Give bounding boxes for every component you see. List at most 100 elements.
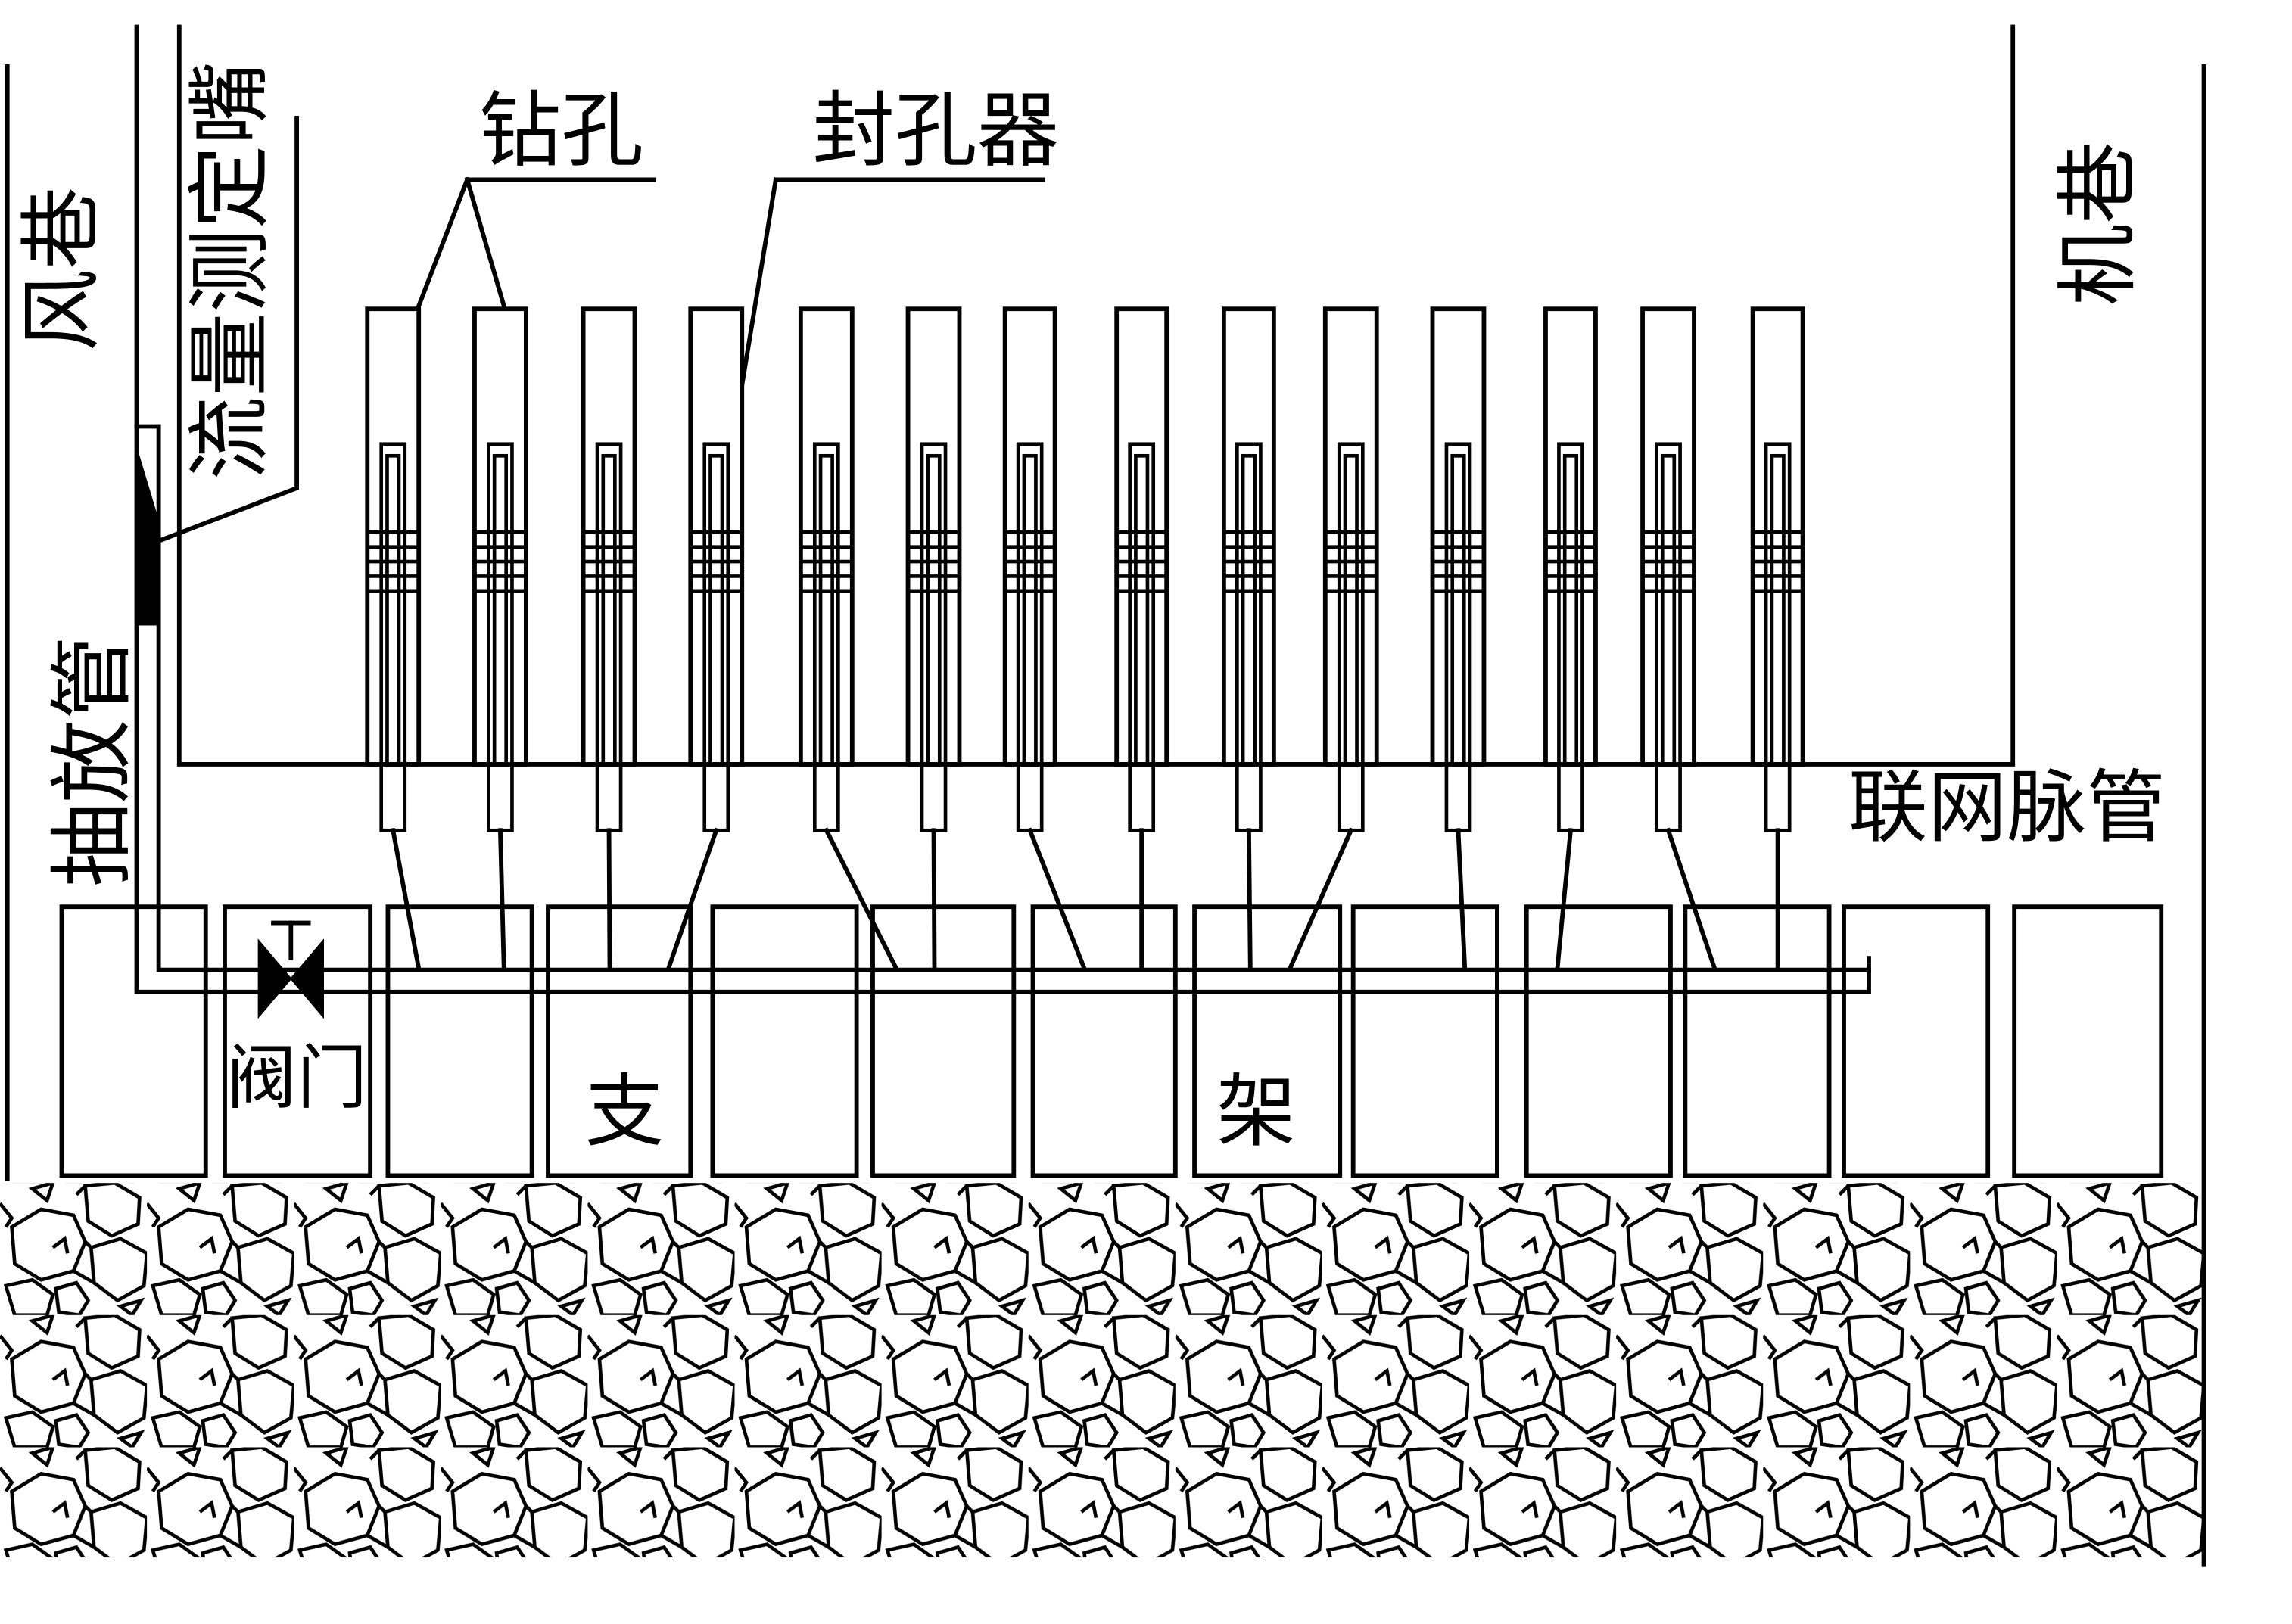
boreholes: [365, 306, 1805, 972]
borehole-label: 钻孔: [479, 82, 643, 179]
sealer-tube: [1764, 442, 1792, 832]
borehole: [472, 306, 528, 971]
valve: [257, 920, 324, 1019]
support-frame: [59, 904, 208, 1178]
branch-connector: [1456, 828, 1468, 971]
sealer-tube: [1655, 442, 1682, 832]
sealer-inner-tube: [926, 453, 942, 767]
sealer-inner-tube: [708, 453, 724, 767]
valve-body-right: [290, 938, 324, 1019]
sealer-inner-tube: [1022, 453, 1038, 767]
borehole: [365, 306, 422, 972]
sealer-inner-tube: [1134, 453, 1150, 767]
borehole-casing: [1543, 306, 1598, 767]
borehole-casing: [798, 306, 855, 767]
branch-connector: [606, 828, 612, 971]
borehole: [905, 306, 962, 971]
borehole-casing: [1322, 306, 1379, 767]
borehole: [665, 306, 745, 972]
borehole: [1002, 306, 1088, 972]
sealer-tube: [595, 442, 623, 832]
support-frame: [870, 904, 1017, 1178]
network-pipe-label: 联网脉管: [1848, 761, 2166, 854]
branch-connector: [497, 828, 506, 971]
borehole: [1640, 306, 1717, 972]
borehole-casing: [1640, 306, 1696, 767]
nozzle-leader-line: [155, 115, 299, 544]
sealer-tube: [920, 442, 948, 832]
sealer-inner-tube: [1562, 453, 1579, 767]
sealer-tube: [1016, 442, 1044, 832]
sealer-inner-tube: [1660, 453, 1677, 767]
borehole-casing: [581, 306, 637, 767]
valve-body-left: [257, 938, 292, 1019]
machine-roadway-label: 机巷: [2050, 142, 2146, 306]
borehole: [1114, 306, 1169, 971]
sealer-tube: [1128, 442, 1156, 832]
support-label-char-1: 支: [585, 1066, 665, 1158]
sealer-tube: [1337, 442, 1365, 832]
borehole-leader: [416, 176, 656, 310]
sealer-inner-tube: [1241, 453, 1257, 767]
support-frame: [1842, 904, 1991, 1178]
borehole-casing: [365, 306, 422, 767]
sealer-leader-line: [739, 177, 779, 388]
borehole-casing: [1002, 306, 1057, 767]
sealer-tube: [1444, 442, 1472, 832]
sealer-tube: [379, 442, 407, 832]
sealer-tube: [1557, 442, 1584, 832]
sealer-label: 封孔器: [812, 82, 1059, 179]
branch-connector: [823, 827, 899, 972]
flow-nozzle-label: 流量测定嘴: [182, 61, 279, 480]
borehole: [581, 306, 637, 971]
sealer-inner-tube: [601, 453, 617, 767]
sealer-inner-tube: [385, 453, 401, 767]
borehole-casing: [472, 306, 528, 767]
branch-connector: [665, 827, 719, 972]
borehole-casing: [1221, 306, 1276, 767]
sealer-inner-tube: [1450, 453, 1466, 767]
support-frame: [1683, 904, 1832, 1178]
sealer-inner-tube: [1343, 453, 1359, 767]
branch-connector: [1665, 827, 1717, 972]
goaf-rubble: [0, 1183, 2204, 1558]
sealer-inner-tube: [818, 453, 834, 767]
sealer-leader: [739, 177, 1046, 388]
flow-measuring-nozzle: [135, 448, 160, 626]
support-frame: [1192, 904, 1343, 1178]
borehole: [1221, 306, 1276, 971]
borehole-leader-line-2: [464, 176, 507, 309]
borehole-casing: [905, 306, 962, 767]
sealer-inner-tube: [492, 453, 509, 767]
borehole: [1543, 306, 1598, 971]
branch-connector: [1246, 828, 1253, 971]
branch-connector: [1287, 827, 1354, 972]
sealer-tube: [812, 442, 840, 832]
support-frame: [223, 904, 373, 1178]
branch-connector: [390, 827, 422, 972]
support-frame: [1524, 904, 1673, 1178]
borehole: [1287, 306, 1379, 972]
borehole-leader-line-1: [416, 176, 471, 310]
drainage-pipe-label: 抽放管: [44, 636, 142, 887]
sealer-tube: [1235, 442, 1263, 832]
borehole: [1430, 306, 1487, 971]
support-frame: [385, 904, 534, 1178]
borehole-casing: [1430, 306, 1487, 767]
support-frame: [1350, 904, 1499, 1178]
borehole: [798, 306, 899, 972]
drainage-pipe-inner-wall: [156, 424, 1871, 972]
support-label-char-2: 架: [1216, 1066, 1296, 1158]
branch-connector: [931, 828, 937, 971]
support-frame: [546, 904, 693, 1178]
air-roadway-label: 风巷: [14, 187, 110, 351]
borehole: [1750, 306, 1805, 971]
support-frame: [2012, 904, 2164, 1178]
borehole-casing: [1750, 306, 1805, 767]
borehole-casing: [688, 306, 745, 767]
branch-connector: [1555, 828, 1574, 971]
support-frame: [710, 904, 859, 1178]
support-frame: [1030, 904, 1178, 1178]
borehole-casing: [1114, 306, 1169, 767]
